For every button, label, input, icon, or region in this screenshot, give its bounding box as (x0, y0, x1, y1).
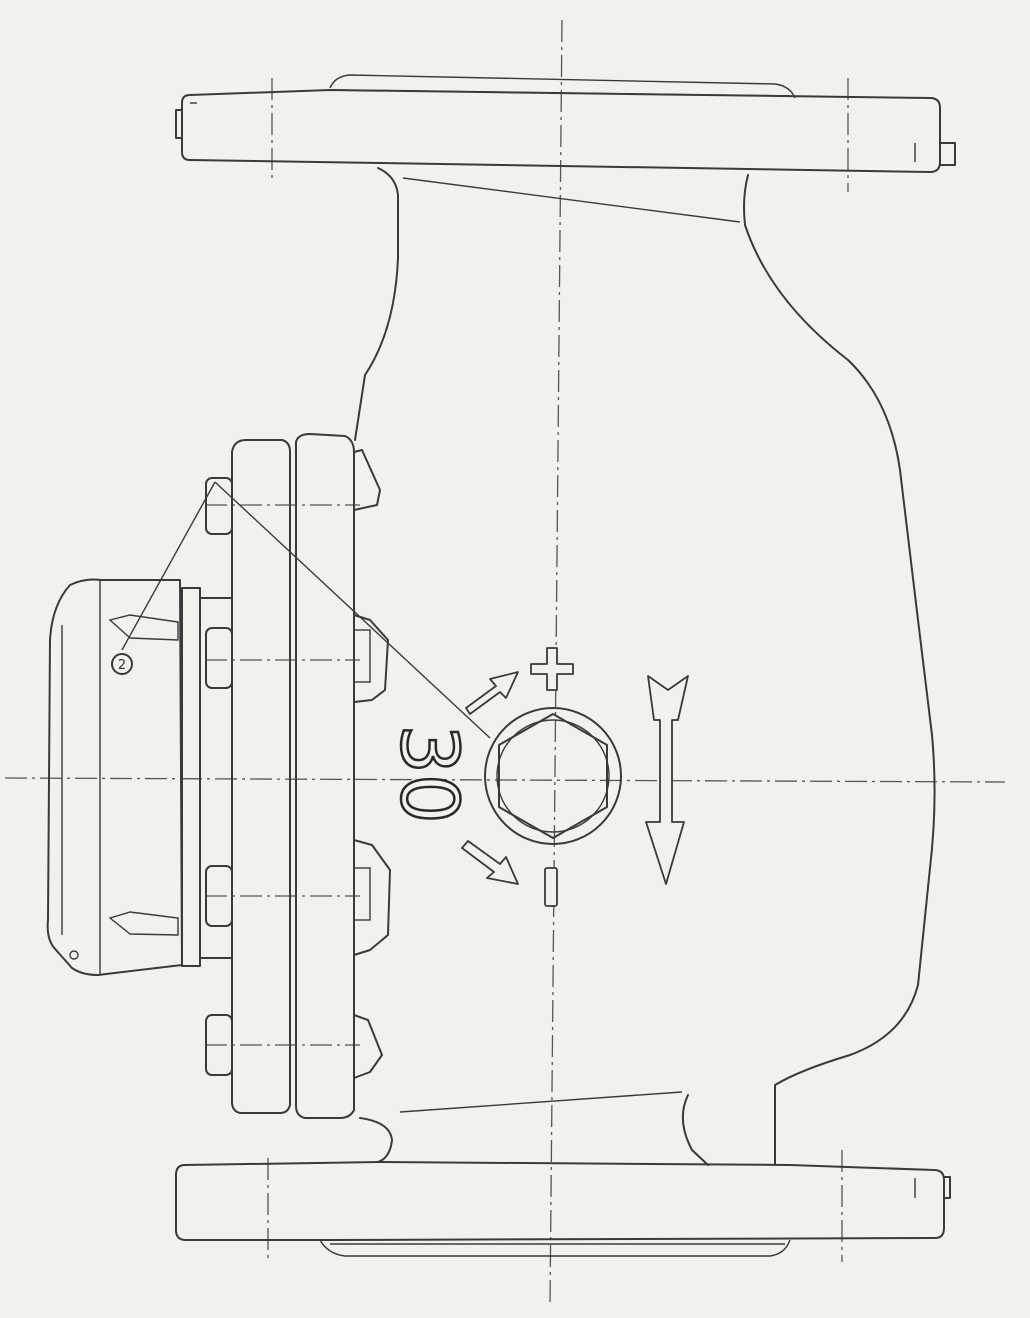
vent-screw (484, 707, 622, 845)
setting-label: 30 (383, 724, 473, 823)
bolt-head-1 (205, 477, 233, 535)
flange-rib-1 (353, 449, 381, 511)
top-flange (175, 74, 956, 173)
top-flange-lug-left (175, 109, 183, 139)
top-flange-rim (329, 74, 796, 99)
bolt-nut-3 (353, 867, 371, 921)
terminal-clip-top (108, 614, 179, 641)
marker-circle (111, 653, 133, 675)
vent-screw-hexagon (498, 713, 608, 839)
body-right-contour (743, 174, 936, 1166)
setting-label-group: 30 (382, 723, 475, 825)
minus-symbol (544, 867, 558, 907)
bottom-flange-rim (319, 1239, 791, 1257)
flange-rib-2 (353, 614, 389, 703)
top-flange-plate (181, 89, 941, 173)
upper-casting-line (402, 177, 741, 223)
mounting-plate-outer (231, 439, 291, 1114)
bottom-flange (175, 1161, 951, 1257)
body-left-lower-contour (359, 1117, 393, 1163)
polarity-symbols (530, 647, 574, 907)
marker-number: 2 (118, 658, 126, 673)
motor-mounting-flanges (231, 433, 391, 1119)
arrow-down-right-icon (461, 840, 519, 885)
bottom-flange-plate (175, 1161, 945, 1241)
body-right-lower-neck (681, 1094, 709, 1166)
screw-point (69, 950, 79, 960)
flow-direction-arrow-icon (645, 675, 689, 885)
motor-head-housing (46, 578, 183, 976)
bolt-nut-2 (353, 629, 371, 683)
horizontal-axis-line (4, 777, 1006, 783)
leader-line-marker (121, 481, 216, 651)
body-left-upper-contour (354, 167, 399, 441)
flange-rib-3 (353, 839, 391, 956)
vent-screw-outer-circle (484, 707, 622, 845)
mounting-plate-inner (295, 433, 355, 1119)
motor-head: 2 (46, 578, 233, 976)
terminal-clip-bottom (108, 911, 179, 936)
leader-line-shaft (214, 481, 491, 739)
vent-screw-inner-circle (496, 719, 610, 833)
flange-rib-4 (353, 1014, 383, 1079)
bolt-head-4 (205, 1014, 233, 1076)
arrow-up-right-icon (465, 671, 519, 715)
motor-head-ring-2 (199, 597, 233, 959)
bottom-flange-lug-right (943, 1176, 951, 1199)
pump-body (354, 167, 936, 1166)
top-flange-inner-line (334, 89, 791, 97)
plus-symbol (530, 647, 574, 691)
lower-casting-line (399, 1091, 683, 1113)
top-flange-lug-right (939, 142, 956, 166)
